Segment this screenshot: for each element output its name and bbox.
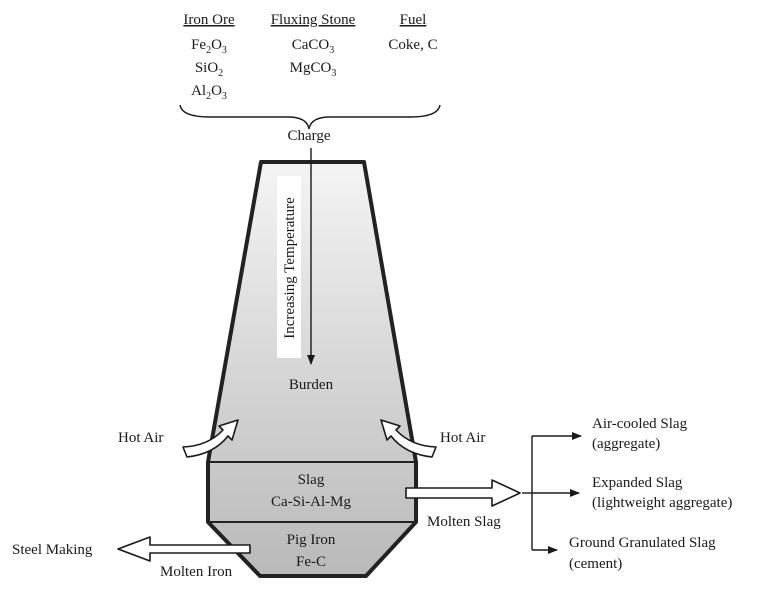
furnace: Increasing Temperature Burden Slag Ca-Si… [206, 148, 418, 578]
charge-label: Charge [287, 128, 330, 144]
iron-ore-group: Iron Ore Fe2O3 SiO2 Al2O3 [183, 12, 235, 102]
hot-air-left-label: Hot Air [118, 430, 163, 446]
molten-slag-arrow-icon [405, 479, 521, 507]
hot-air-right-arrow-icon [380, 419, 437, 458]
ggbs-name: Ground Granulated Slag [569, 535, 716, 551]
hot-air-right: Hot Air [380, 419, 485, 458]
molten-iron-outlet: Steel Making Molten Iron [12, 536, 251, 580]
charge-brace [179, 104, 441, 130]
burden-label: Burden [289, 377, 334, 393]
temperature-label: Increasing Temperature [282, 197, 298, 339]
fuel-heading: Fuel [400, 12, 427, 28]
molten-slag-outlet: Molten Slag [405, 479, 521, 530]
iron-ore-heading: Iron Ore [183, 12, 235, 28]
molten-slag-label: Molten Slag [427, 514, 501, 530]
pig-iron-label: Pig Iron [287, 532, 336, 548]
air-cooled-slag-name: Air-cooled Slag [592, 416, 688, 432]
molten-iron-label: Molten Iron [160, 564, 233, 580]
slag-products: Air-cooled Slag (aggregate) Expanded Sla… [522, 416, 732, 572]
temperature-strip [277, 176, 301, 358]
steel-making-label: Steel Making [12, 542, 93, 558]
slag-composition: Ca-Si-Al-Mg [271, 494, 351, 510]
expanded-slag-name: Expanded Slag [592, 475, 683, 491]
expanded-slag-use: (lightweight aggregate) [592, 495, 732, 511]
hot-air-left: Hot Air [118, 419, 239, 458]
hot-air-right-label: Hot Air [440, 430, 485, 446]
air-cooled-slag-use: (aggregate) [592, 436, 660, 452]
molten-iron-arrow-icon [117, 536, 251, 562]
formula-mgco3: MgCO3 [290, 60, 337, 79]
charge-inputs: Iron Ore Fe2O3 SiO2 Al2O3 Fluxing Stone … [179, 12, 441, 144]
formula-sio2: SiO2 [195, 60, 223, 79]
fuel-group: Fuel Coke, C [388, 12, 437, 53]
formula-caco3: CaCO3 [292, 37, 335, 56]
formula-fe2o3: Fe2O3 [191, 37, 227, 56]
pig-iron-composition: Fe-C [296, 554, 326, 570]
fluxing-stone-group: Fluxing Stone CaCO3 MgCO3 [271, 12, 356, 79]
ggbs-use: (cement) [569, 556, 622, 572]
formula-al2o3: Al2O3 [191, 83, 227, 102]
slag-label: Slag [298, 472, 325, 488]
fluxing-stone-heading: Fluxing Stone [271, 12, 356, 28]
furnace-body [206, 160, 418, 578]
formula-coke: Coke, C [388, 37, 437, 53]
hot-air-left-arrow-icon [182, 419, 239, 458]
